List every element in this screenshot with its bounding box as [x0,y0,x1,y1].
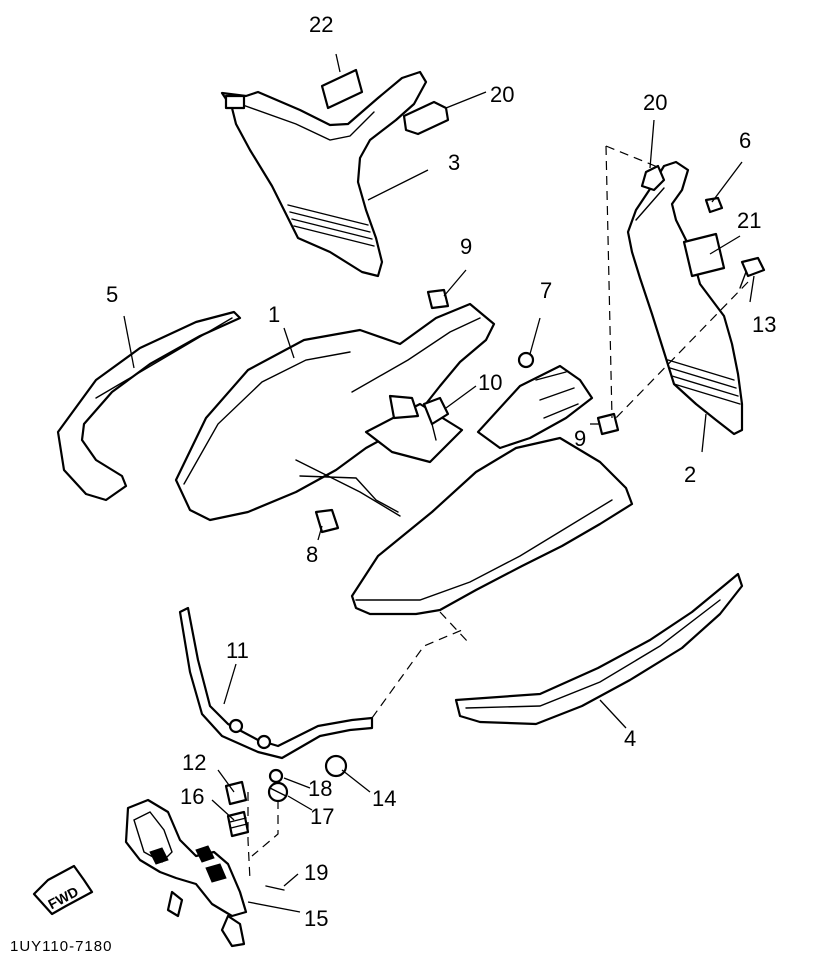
callout-12: 12 [182,750,206,775]
callout-2: 2 [684,462,696,487]
part-9-bolt-right [596,412,620,436]
part-21-decal [682,232,726,278]
callout-9-top: 9 [460,234,472,259]
callout-15: 15 [304,906,328,931]
callout-5: 5 [106,282,118,307]
part-3-left-side-cover [220,70,428,278]
callout-3: 3 [448,150,460,175]
callout-7: 7 [540,278,552,303]
part-20-reflector-left [402,100,450,136]
part-16-collar [226,810,250,838]
callout-10: 10 [478,370,502,395]
part-19-screw [265,885,285,891]
callout-20-right: 20 [643,90,667,115]
rear-fender [350,364,634,616]
part-18-washer [268,768,284,784]
assembly-dash-lines [247,145,749,881]
callout-11: 11 [226,638,249,663]
part-7-nut [517,351,535,369]
callout-4: 4 [624,726,636,751]
callout-6: 6 [739,128,751,153]
part-17-spring [267,781,289,803]
part-20-reflector-right [640,164,666,192]
part-11-bracket [178,606,374,760]
callout-14: 14 [372,786,396,811]
part-13-screw [739,256,766,289]
callout-1: 1 [268,302,280,327]
part-5-left-flap [56,310,242,502]
callout-9-right: 9 [574,426,586,451]
callout-19: 19 [304,860,328,885]
callout-21: 21 [737,208,761,233]
callout-22: 22 [309,12,333,37]
fwd-arrow-icon [32,864,94,916]
part-10-clip [422,396,450,441]
part-8-grommet [314,508,340,534]
part-14-nut [324,754,348,778]
callout-labels: 22 20 3 20 6 21 13 9 7 10 5 1 9 2 8 11 4… [106,12,776,931]
part-15-front-guard [124,798,248,948]
callout-8: 8 [306,542,318,567]
callout-20-left: 20 [490,82,514,107]
callout-16: 16 [180,784,204,809]
part-22-decal [320,68,364,110]
part-2-right-side-cover [626,160,744,436]
callout-18: 18 [308,776,332,801]
callout-17: 17 [310,804,334,829]
leader-lines [123,53,755,913]
callout-13: 13 [752,312,776,337]
drawing-code: 1UY110-7180 [10,938,112,955]
part-9-bolt-left [426,288,450,310]
part-4-right-flap [454,572,744,726]
